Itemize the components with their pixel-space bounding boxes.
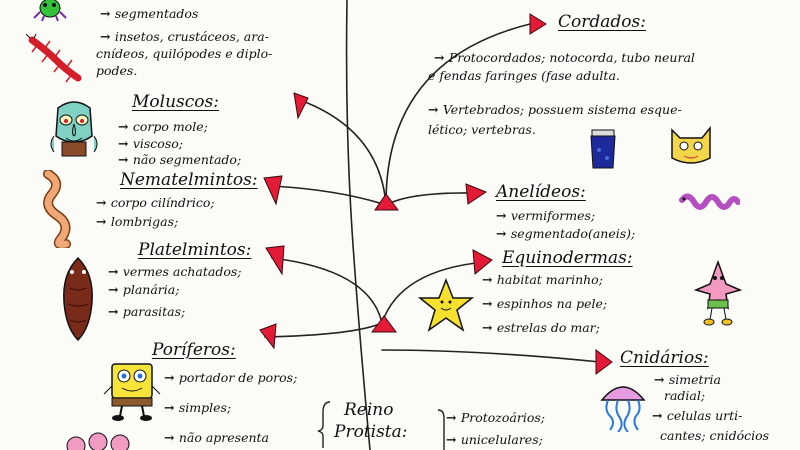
branch-anelideos <box>385 192 476 206</box>
platelmintos-item-2: planária; <box>108 283 180 297</box>
platelmintos-item-1: vermes achatados; <box>108 265 242 279</box>
moluscos-title: Moluscos: <box>132 92 219 112</box>
arrow-node-upper <box>374 193 399 211</box>
arrow-anelideos <box>465 183 488 205</box>
sponge-character-icon <box>103 363 161 421</box>
equinodermas-item-1: habitat marinho; <box>482 273 603 287</box>
cordados-item-1-cont: e fendas faringes (fase adulta. <box>428 68 620 83</box>
arrow-cnidarios <box>595 349 613 375</box>
branch-moluscos <box>299 99 387 206</box>
branch-cordados <box>385 23 531 206</box>
protista-title-line1: Reino <box>344 400 394 420</box>
anelideos-item-2: segmentado(aneis); <box>496 227 635 241</box>
protista-item-2: unicelulares; <box>446 433 543 447</box>
cordados-title: Cordados: <box>558 12 646 32</box>
poriferos-item-3: não apresenta <box>164 431 269 445</box>
anelideos-item-1: vermiformes; <box>496 209 595 223</box>
platelmintos-title: Platelmintos: <box>138 240 252 260</box>
centipede-icon <box>26 34 82 83</box>
jellyfish-icon <box>600 386 646 432</box>
cnidarios-title: Cnidários: <box>620 348 709 368</box>
equinodermas-title: Equinodermas: <box>502 248 633 268</box>
branch-cnidarios <box>381 349 601 363</box>
poriferos-item-2: simples; <box>164 401 231 415</box>
branch-platelmintos <box>271 257 383 324</box>
moluscos-item-3: não segmentado; <box>118 153 241 167</box>
cnidarios-item-2: celulas urti- <box>652 409 743 423</box>
nematelmintos-item-2: lombrigas; <box>96 215 178 229</box>
poriferos-item-1: portador de poros; <box>164 371 297 385</box>
moluscos-item-2: viscoso; <box>118 137 183 151</box>
bracket-protista <box>317 401 331 448</box>
flatworm-icon <box>63 256 93 342</box>
branch-equinodermas <box>381 261 486 324</box>
worm-icon <box>43 170 71 248</box>
equinodermas-item-3: estrelas do mar; <box>482 321 600 335</box>
protista-item-1: Protozoários; <box>446 411 545 425</box>
platelmintos-item-3: parasitas; <box>108 305 185 319</box>
arrow-poriferos <box>259 323 277 350</box>
arrow-equinodermas <box>472 249 493 275</box>
cordados-item-2-cont: lético; vertebras. <box>428 122 536 137</box>
jar-icon <box>590 129 616 169</box>
arrow-moluscos <box>293 92 309 120</box>
cnidarios-item-2-cont: cantes; cnidócios <box>660 428 770 443</box>
artropodes-item-2-cont-1: cnídeos, quilópodes e diplo- <box>96 46 273 61</box>
protista-title-line2: Protista: <box>334 422 408 442</box>
arrow-cordados <box>529 13 547 35</box>
anelideos-title: Anelídeos: <box>496 182 586 202</box>
beetle-icon <box>33 0 67 22</box>
cordados-item-1: Protocordados; notocorda, tubo neural <box>434 51 695 65</box>
earthworm-icon <box>679 193 740 210</box>
cat-character-icon <box>671 125 711 164</box>
artropodes-item-2-cont-2: podes. <box>96 63 138 78</box>
cnidarios-item-1-cont: radial; <box>664 388 706 403</box>
poriferos-title: Poríferos: <box>152 340 236 360</box>
bracket-protista-right <box>437 409 445 450</box>
pink-sponge-icon <box>66 432 130 450</box>
moluscos-item-1: corpo mole; <box>118 120 208 134</box>
arrow-node-lower <box>371 315 397 333</box>
artropodes-item-2: insetos, crustáceos, ara- <box>100 30 269 44</box>
arrow-nematelmintos <box>263 175 283 206</box>
branch-poriferos <box>264 322 383 338</box>
equinodermas-item-2: espinhos na pele; <box>482 297 607 311</box>
cordados-item-2: Vertebrados; possuem sistema esque- <box>428 103 682 117</box>
nematelmintos-title: Nematelmintos: <box>120 170 258 190</box>
arrow-platelmintos <box>265 245 285 276</box>
cnidarios-item-1: simetria <box>654 373 721 387</box>
squid-character-icon <box>50 101 98 157</box>
artropodes-item-1: segmentados <box>100 7 199 21</box>
main-trunk <box>345 0 371 450</box>
branch-nematelmintos <box>271 185 387 206</box>
starfish-icon <box>418 278 474 332</box>
nematelmintos-item-1: corpo cilíndrico; <box>96 196 215 210</box>
pink-star-character-icon <box>694 260 742 326</box>
